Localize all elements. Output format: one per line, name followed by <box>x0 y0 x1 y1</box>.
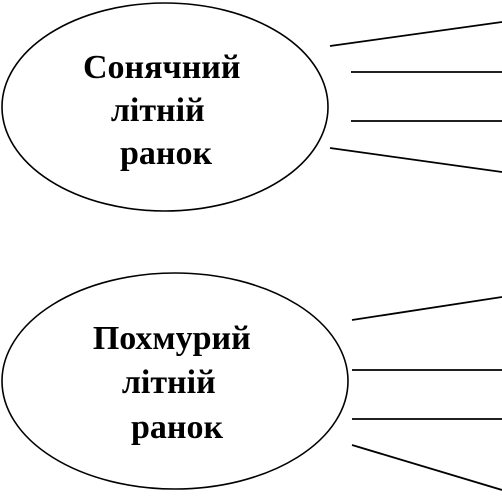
oval-sunny-morning: Сонячний літній ранок <box>1 2 329 212</box>
oval-shape <box>1 272 349 490</box>
oval-cloudy-morning: Похмурий літній ранок <box>1 272 349 490</box>
answer-line[interactable] <box>351 296 502 321</box>
label-line-1: Сонячний <box>83 49 240 86</box>
label-line-3: ранок <box>131 409 223 446</box>
answer-line[interactable] <box>351 444 502 491</box>
label-line-2: літній <box>111 92 205 129</box>
answer-line[interactable] <box>329 21 502 47</box>
answer-lines-sunny <box>329 21 502 173</box>
label-line-1: Похмурий <box>93 320 251 357</box>
oval-label: Сонячний літній ранок <box>83 49 249 172</box>
oval-label: Похмурий літній ранок <box>93 320 259 446</box>
answer-lines-cloudy <box>351 296 502 491</box>
answer-line[interactable] <box>329 147 502 173</box>
label-line-3: ранок <box>120 135 212 172</box>
label-line-2: літній <box>122 364 216 401</box>
oval-shape <box>1 2 329 212</box>
